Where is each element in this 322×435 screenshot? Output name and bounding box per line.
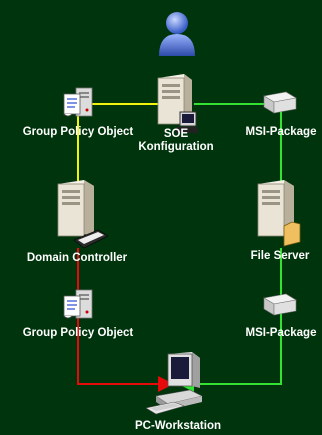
soe-label-line1: SOE (163, 128, 189, 140)
desktop-computer-icon (145, 352, 208, 423)
msi-deploy-line (178, 248, 282, 392)
package-box-icon (262, 290, 298, 321)
gpo-bottom-label: Group Policy Object (22, 327, 134, 339)
user-icon (157, 8, 197, 61)
file-server-icon (254, 178, 302, 253)
file-server-label: File Server (250, 250, 310, 262)
policy-document-server-icon (60, 84, 96, 125)
soe-server-icon (150, 72, 200, 141)
package-box-icon (262, 88, 298, 119)
msi-bottom-label: MSI-Package (245, 327, 317, 339)
pc-workstation-label: PC-Workstation (134, 420, 222, 432)
gpo-top-label: Group Policy Object (22, 126, 134, 138)
domain-controller-icon (52, 178, 109, 255)
domain-controller-label: Domain Controller (26, 252, 128, 264)
soe-label: SOE Konfiguration (122, 128, 230, 154)
policy-document-server-icon (60, 286, 96, 327)
msi-top-label: MSI-Package (245, 126, 317, 138)
soe-label-line2: Konfiguration (138, 141, 214, 153)
